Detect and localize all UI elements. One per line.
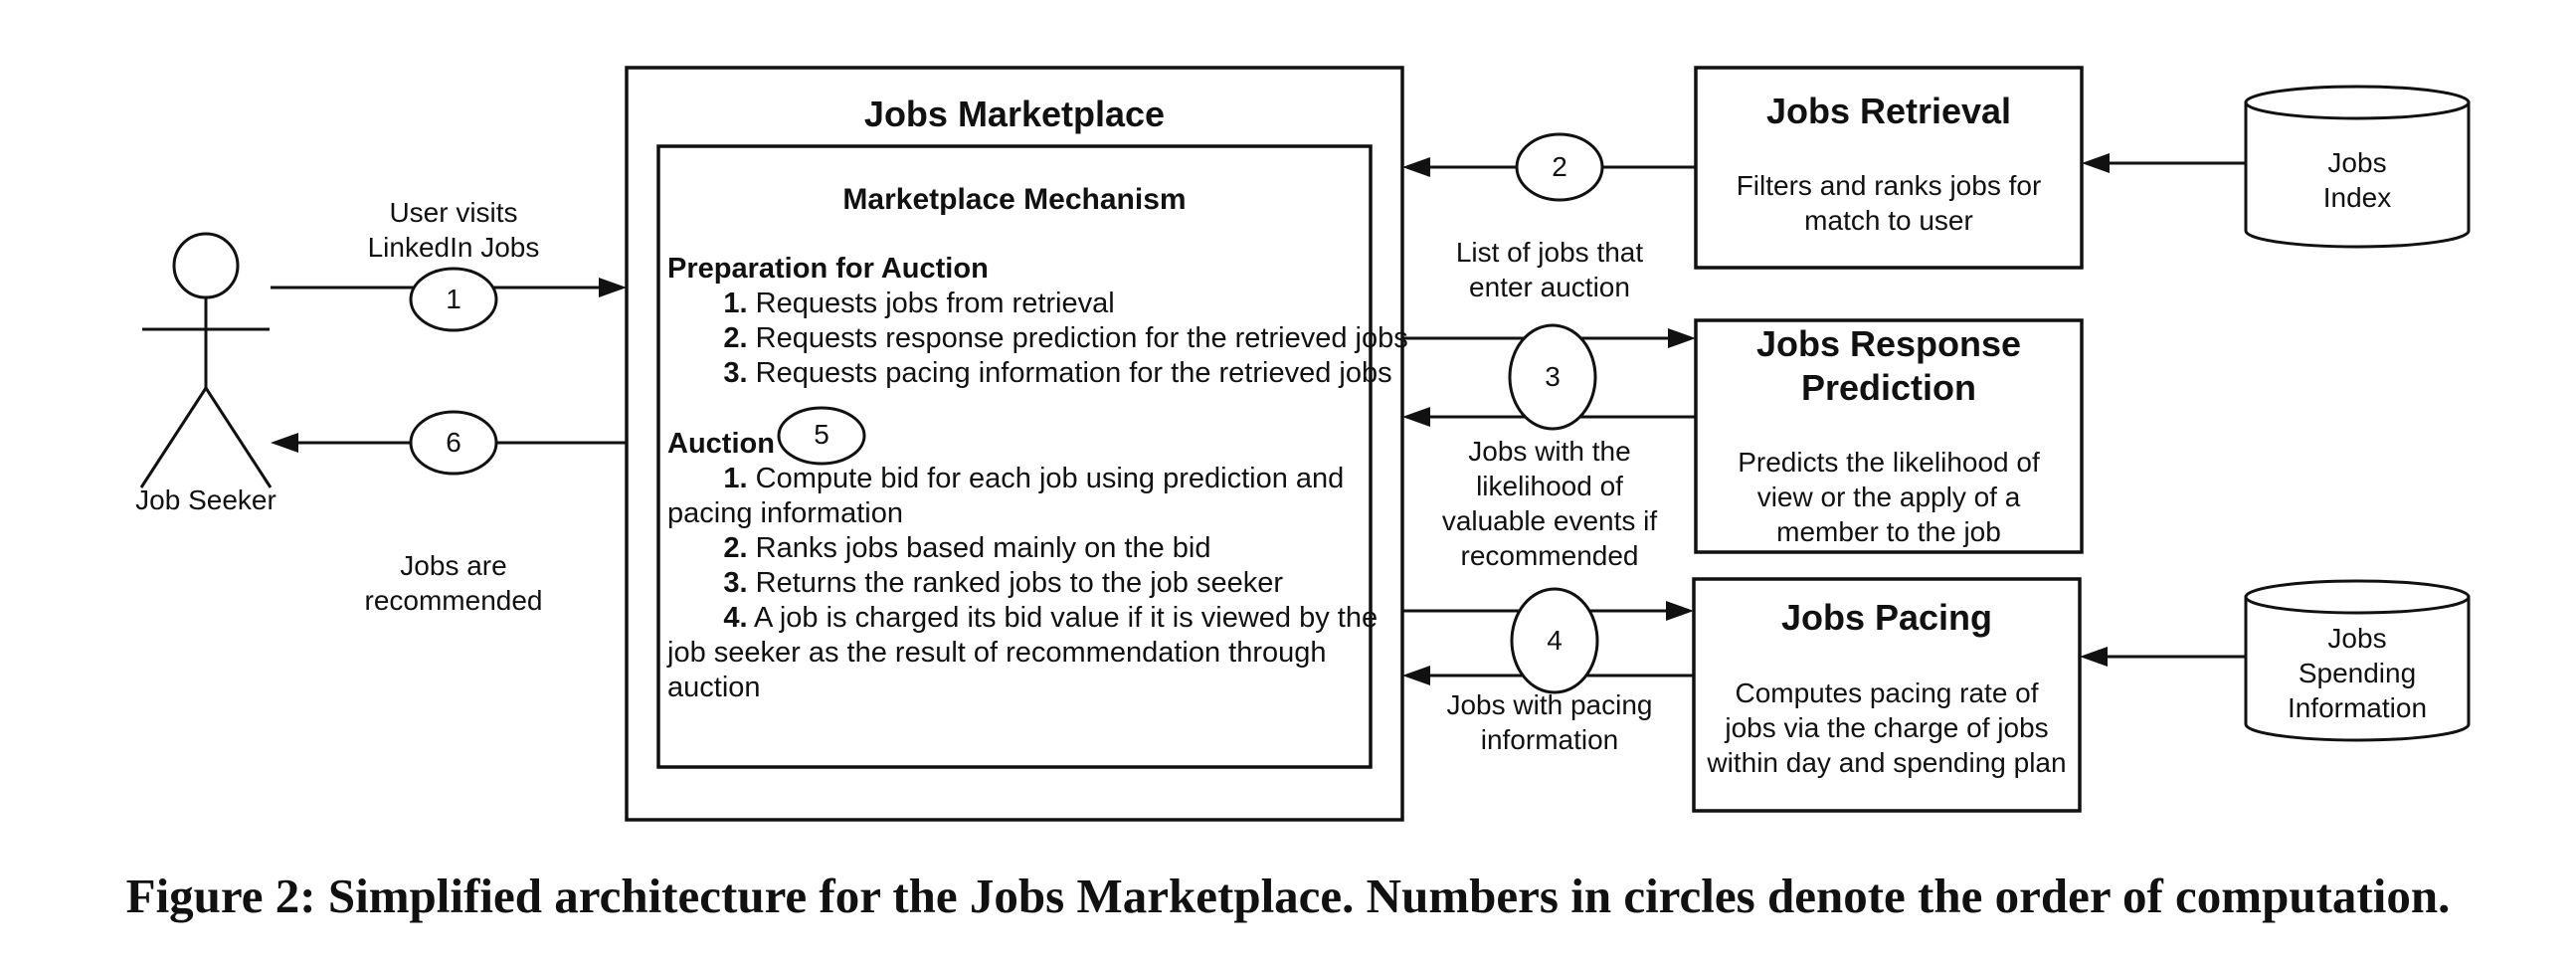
step-4-number: 4 [1547, 625, 1563, 656]
jobs-spending-label: Jobs [2327, 623, 2386, 654]
jobs-retrieval-desc: Filters and ranks jobs for [1737, 170, 2042, 201]
jobs-retrieval-box: Jobs Retrieval Filters and ranks jobs fo… [1694, 66, 2084, 270]
jobs-spending-database: Jobs Spending Information [2244, 579, 2471, 742]
step-6-circle [409, 410, 498, 476]
marketplace-mechanism-box: Marketplace Mechanism Preparation for Au… [656, 144, 1448, 769]
step-2-circle [1515, 132, 1604, 202]
pacing-info-label: Jobs with pacing [1446, 689, 1652, 720]
likelihood-label: valuable events if [1442, 505, 1658, 536]
job-seeker-label: Job Seeker [135, 484, 276, 515]
jobs-marketplace-box: Jobs Marketplace [625, 66, 1404, 822]
jobs-marketplace-title: Jobs Marketplace [864, 94, 1165, 134]
auction-item: 2. Ranks jobs based mainly on the bid [667, 532, 1251, 564]
likelihood-label: Jobs with the [1468, 436, 1630, 467]
prep-item: 3. Requests pacing information for the r… [667, 357, 1432, 389]
prep-item: 2. Requests response prediction for the … [667, 322, 1448, 354]
auction-item-continued: pacing information [667, 497, 903, 529]
auction-item-continued: job seeker as the result of recommendati… [666, 637, 1327, 669]
list-of-jobs-label: List of jobs that [1456, 237, 1644, 268]
auction-item: 3. Returns the ranked jobs to the job se… [667, 567, 1323, 599]
recommended-label: Jobs are [400, 550, 506, 581]
list-of-jobs-label: enter auction [1469, 272, 1630, 302]
user-visits-label: User visits [389, 197, 517, 228]
job-seeker-actor: Job Seeker [135, 232, 276, 515]
auction-item: 1. Compute bid for each job using predic… [667, 463, 1384, 494]
arrow-spending-to-pacing [2080, 647, 2246, 667]
step-1-circle [409, 267, 498, 332]
step-4-circle [1510, 587, 1599, 694]
arrow-index-to-retrieval [2082, 153, 2246, 173]
auction-heading: Auction [667, 428, 775, 460]
jobs-response-title: Jobs Response [1756, 323, 2021, 364]
auction-item: 4. A job is charged its bid value if it … [667, 602, 1417, 634]
jobs-retrieval-title: Jobs Retrieval [1766, 91, 2011, 131]
jobs-pacing-desc: jobs via the charge of jobs [1724, 712, 2048, 743]
pacing-info-label: information [1481, 724, 1619, 755]
likelihood-label: likelihood of [1476, 471, 1623, 501]
step-5-circle [777, 406, 866, 466]
jobs-pacing-box: Jobs Pacing Computes pacing rate of jobs… [1692, 577, 2082, 813]
step-6-number: 6 [446, 427, 461, 458]
arrows-marketplace-pacing: 4 Jobs with pacing information [1402, 587, 1694, 755]
jobs-response-desc: Predicts the likelihood of [1738, 447, 2040, 478]
jobs-response-desc: view or the apply of a [1757, 482, 2021, 512]
marketplace-mechanism-title: Marketplace Mechanism [842, 183, 1186, 216]
recommended-label: recommended [365, 585, 543, 616]
step-1-number: 1 [446, 284, 461, 314]
jobs-spending-label: Information [2288, 692, 2427, 723]
job-seeker-head-icon [172, 232, 240, 299]
arrow-retrieval-to-marketplace: 2 List of jobs that enter auction [1402, 132, 1696, 302]
step-3-circle [1508, 323, 1597, 431]
jobs-index-database: Jobs Index [2244, 85, 2471, 249]
auction-item-continued: auction [667, 672, 761, 703]
step-2-number: 2 [1552, 151, 1567, 182]
arrow-marketplace-to-user: 6 Jobs are recommended [271, 410, 627, 616]
jobs-pacing-desc: Computes pacing rate of [1735, 677, 2038, 708]
jobs-response-desc: member to the job [1776, 516, 2001, 547]
jobs-index-label: Jobs [2327, 147, 2386, 178]
arrow-user-to-marketplace: 1 User visits LinkedIn Jobs [271, 197, 627, 332]
jobs-spending-label: Spending [2299, 658, 2416, 688]
preparation-heading: Preparation for Auction [667, 253, 989, 285]
jobs-index-label: Index [2323, 182, 2392, 213]
jobs-pacing-desc: within day and spending plan [1706, 747, 2066, 778]
user-visits-label: LinkedIn Jobs [368, 232, 540, 263]
prep-item: 1. Requests jobs from retrieval [667, 288, 1155, 319]
step-5-number: 5 [814, 419, 829, 450]
jobs-pacing-title: Jobs Pacing [1781, 597, 1992, 638]
jobs-response-prediction-box: Jobs Response Prediction Predicts the li… [1694, 318, 2084, 554]
figure-caption: Figure 2: Simplified architecture for th… [125, 869, 2451, 923]
arrows-marketplace-response: 3 Jobs with the likelihood of valuable e… [1402, 323, 1696, 571]
step-3-number: 3 [1545, 361, 1561, 392]
jobs-response-title: Prediction [1801, 367, 1976, 408]
likelihood-label: recommended [1461, 540, 1639, 571]
jobs-retrieval-desc: match to user [1804, 205, 1973, 236]
